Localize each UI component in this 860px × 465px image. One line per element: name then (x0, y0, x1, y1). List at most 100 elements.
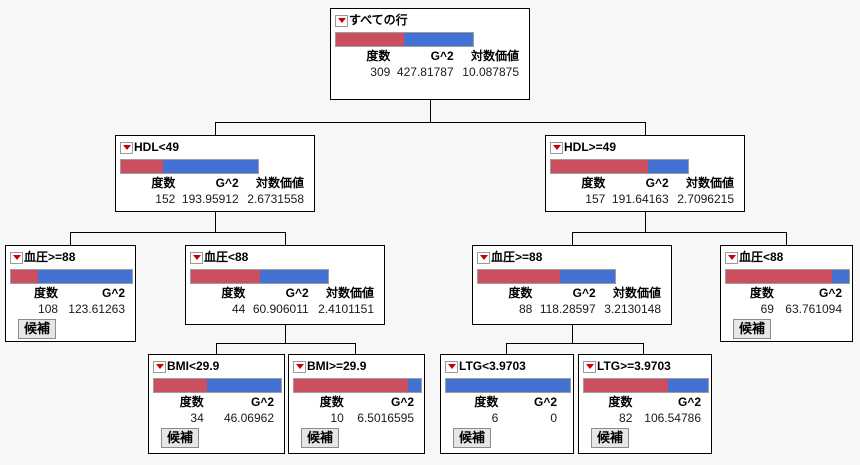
candidate-button[interactable]: 候補 (161, 428, 200, 448)
tree-node-bmi-ge-29-9[interactable]: BMI>=29.9 度数 G^2 10 6.5016595 候補 (288, 354, 425, 454)
node-title: LTG>=3.9703 (597, 359, 671, 373)
tree-node-bp-lt-88-left[interactable]: 血圧<88 度数 G^2 対数価値 44 60.906011 2.4101151 (185, 245, 385, 325)
stats-header-row: 度数 G^2 対数価値 (546, 175, 744, 191)
bar-segment-blue (446, 379, 570, 392)
stats-header-row: 度数 G^2 (289, 394, 424, 410)
candidate-row[interactable]: 候補 (6, 319, 135, 339)
proportion-bar (546, 159, 744, 174)
tree-node-bp-ge-88-left[interactable]: 血圧>=88 度数 G^2 108 123.61263 候補 (5, 245, 136, 342)
red-dropdown-triangle-icon[interactable] (293, 360, 306, 373)
disclosure-triangle-icon[interactable] (290, 432, 298, 444)
candidate-button[interactable]: 候補 (733, 319, 772, 339)
bar-track (190, 269, 329, 284)
node-title: HDL<49 (134, 140, 180, 154)
stats-value-g2: 191.64163 (611, 192, 669, 206)
connector-bp-ge-88-right-stem (572, 325, 573, 343)
stats-header-row: 度数 G^2 対数価値 (186, 285, 384, 301)
candidate-button[interactable]: 候補 (18, 319, 57, 339)
stats-label-count: 度数 (366, 49, 391, 63)
candidate-row[interactable]: 候補 (149, 428, 284, 448)
candidate-button[interactable]: 候補 (453, 428, 492, 448)
connector-to-hdl-lt (215, 122, 216, 135)
stats-value-count: 157 (585, 192, 606, 206)
proportion-bar (186, 269, 384, 284)
stats-value-g2: 63.761094 (785, 302, 842, 316)
stats-label-g2: G^2 (215, 176, 239, 190)
red-dropdown-triangle-icon[interactable] (335, 14, 348, 27)
red-dropdown-triangle-icon[interactable] (10, 251, 23, 264)
candidate-button[interactable]: 候補 (591, 428, 630, 448)
stats-label-logworth: 対数価値 (325, 286, 374, 300)
stats-value-row: 34 46.06962 (149, 410, 284, 426)
bar-segment-blue (647, 160, 688, 173)
bar-segment-red (294, 379, 409, 392)
disclosure-triangle-icon[interactable] (580, 432, 588, 444)
tree-node-hdl-ge-49[interactable]: HDL>=49 度数 G^2 対数価値 157 191.64163 2.7096… (545, 135, 745, 212)
stats-value-g2: 106.54786 (644, 411, 701, 425)
stats-header-row: 度数 G^2 (721, 285, 852, 301)
stats-label-logworth: 対数価値 (255, 176, 304, 190)
disclosure-triangle-icon[interactable] (442, 432, 450, 444)
stats-label-count: 度数 (608, 395, 633, 409)
red-dropdown-triangle-icon[interactable] (583, 360, 596, 373)
candidate-row[interactable]: 候補 (721, 319, 852, 339)
candidate-row[interactable]: 候補 (579, 428, 711, 448)
stats-value-logworth: 3.2130148 (604, 302, 661, 316)
tree-node-ltg-lt-3-9703[interactable]: LTG<3.9703 度数 G^2 6 0 候補 (440, 354, 574, 454)
node-stats-table: 度数 G^2 82 106.54786 (579, 394, 711, 426)
tree-node-root[interactable]: すべての行 度数 G^2 対数価値 309 427.81787 10.08787… (330, 8, 530, 100)
node-stats-table: 度数 G^2 対数価値 157 191.64163 2.7096215 (546, 175, 744, 207)
connector-to-ltg-lt (506, 343, 507, 354)
red-dropdown-triangle-icon[interactable] (477, 251, 490, 264)
stats-value-logworth: 2.7096215 (677, 192, 734, 206)
stats-value-count: 44 (231, 302, 246, 316)
node-stats-table: 度数 G^2 対数価値 309 427.81787 10.087875 (331, 48, 529, 80)
candidate-row[interactable]: 候補 (441, 428, 573, 448)
node-title: 血圧<88 (204, 250, 249, 264)
disclosure-triangle-icon[interactable] (7, 323, 15, 335)
connector-to-bp-lt-88-left (285, 232, 286, 245)
node-header: 血圧<88 (721, 246, 852, 266)
red-dropdown-triangle-icon[interactable] (190, 251, 203, 264)
node-title: BMI>=29.9 (307, 359, 367, 373)
tree-node-bmi-lt-29-9[interactable]: BMI<29.9 度数 G^2 34 46.06962 候補 (148, 354, 285, 454)
proportion-bar (289, 378, 424, 393)
node-title: すべての行 (349, 13, 408, 27)
red-dropdown-triangle-icon[interactable] (120, 141, 133, 154)
red-dropdown-triangle-icon[interactable] (550, 141, 563, 154)
candidate-button[interactable]: 候補 (301, 428, 340, 448)
proportion-bar (579, 378, 711, 393)
bar-segment-red (191, 270, 260, 283)
node-header: LTG>=3.9703 (579, 355, 711, 375)
connector-to-ltg-ge (643, 343, 644, 354)
tree-node-ltg-ge-3-9703[interactable]: LTG>=3.9703 度数 G^2 82 106.54786 候補 (578, 354, 712, 454)
stats-label-count: 度数 (34, 286, 59, 300)
disclosure-triangle-icon[interactable] (150, 432, 158, 444)
node-header: HDL<49 (116, 136, 314, 156)
node-stats-table: 度数 G^2 6 0 (441, 394, 573, 426)
bar-track (335, 32, 474, 47)
node-stats-table: 度数 G^2 対数価値 88 118.28597 3.2130148 (473, 285, 671, 317)
node-title: HDL>=49 (564, 140, 617, 154)
candidate-row[interactable]: 候補 (289, 428, 424, 448)
tree-node-bp-ge-88-right[interactable]: 血圧>=88 度数 G^2 対数価値 88 118.28597 3.213014… (472, 245, 672, 325)
proportion-bar (441, 378, 573, 393)
tree-node-bp-lt-88-right[interactable]: 血圧<88 度数 G^2 69 63.761094 候補 (720, 245, 853, 342)
stats-label-count: 度数 (151, 176, 176, 190)
proportion-bar (473, 269, 671, 284)
red-dropdown-triangle-icon[interactable] (445, 360, 458, 373)
stats-value-count: 34 (190, 411, 204, 425)
stats-value-row: 44 60.906011 2.4101151 (186, 301, 384, 317)
red-dropdown-triangle-icon[interactable] (153, 360, 166, 373)
tree-node-hdl-lt-49[interactable]: HDL<49 度数 G^2 対数価値 152 193.95912 2.67315… (115, 135, 315, 212)
stats-value-logworth: 2.4101151 (318, 302, 374, 316)
node-header: 血圧>=88 (6, 246, 135, 266)
red-dropdown-triangle-icon[interactable] (725, 251, 738, 264)
stats-label-count: 度数 (179, 395, 204, 409)
node-title: 血圧>=88 (491, 250, 543, 264)
node-title: BMI<29.9 (167, 359, 220, 373)
connector-hdl-lt-bus (70, 232, 285, 233)
disclosure-triangle-icon[interactable] (722, 323, 730, 335)
stats-value-count: 69 (760, 302, 774, 316)
